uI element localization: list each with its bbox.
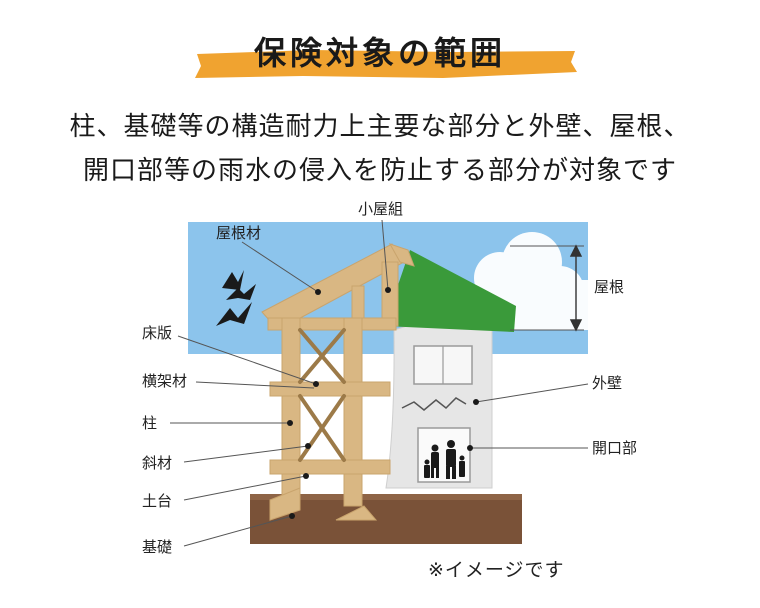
label-column: 柱	[142, 414, 157, 432]
description-line-1: 柱、基礎等の構造耐力上主要な部分と外壁、屋根、	[69, 112, 691, 142]
floor-beam	[269, 381, 391, 397]
truss-post-center	[381, 261, 399, 327]
birds-icon	[216, 270, 256, 326]
label-roof-material: 屋根材	[216, 224, 261, 242]
page-title: 保険対象の範囲	[253, 34, 506, 72]
wall-crack	[401, 397, 467, 411]
label-beam: 横架材	[142, 372, 187, 390]
green-roof	[384, 250, 516, 332]
roof-rafter-right	[388, 243, 415, 267]
wood-frame	[261, 243, 415, 521]
sill-beam	[269, 459, 391, 475]
description-line-2: 開口部等の雨水の侵入を防止する部分が対象です	[82, 156, 677, 186]
label-roof: 屋根	[594, 278, 624, 296]
label-sill: 土台	[142, 492, 172, 510]
label-floor-board: 床版	[142, 324, 172, 342]
braces	[298, 328, 346, 462]
title-brush-stroke	[195, 50, 577, 78]
roof-dimension-arrow	[569, 244, 583, 332]
label-opening: 開口部	[592, 439, 637, 457]
leader-lines	[170, 219, 589, 547]
family-silhouette-icon	[424, 440, 465, 479]
brush-shape	[195, 50, 577, 78]
label-roof-truss: 小屋組	[358, 200, 403, 218]
label-brace: 斜材	[142, 454, 172, 472]
column-right	[343, 317, 363, 507]
label-foundation: 基礎	[142, 538, 172, 556]
leader-dots	[287, 287, 479, 519]
label-exterior-wall: 外壁	[592, 374, 622, 392]
ground-top-edge	[250, 494, 522, 500]
footing-right	[335, 505, 378, 521]
image-note: ※イメージです	[428, 559, 565, 581]
footing	[269, 487, 301, 521]
